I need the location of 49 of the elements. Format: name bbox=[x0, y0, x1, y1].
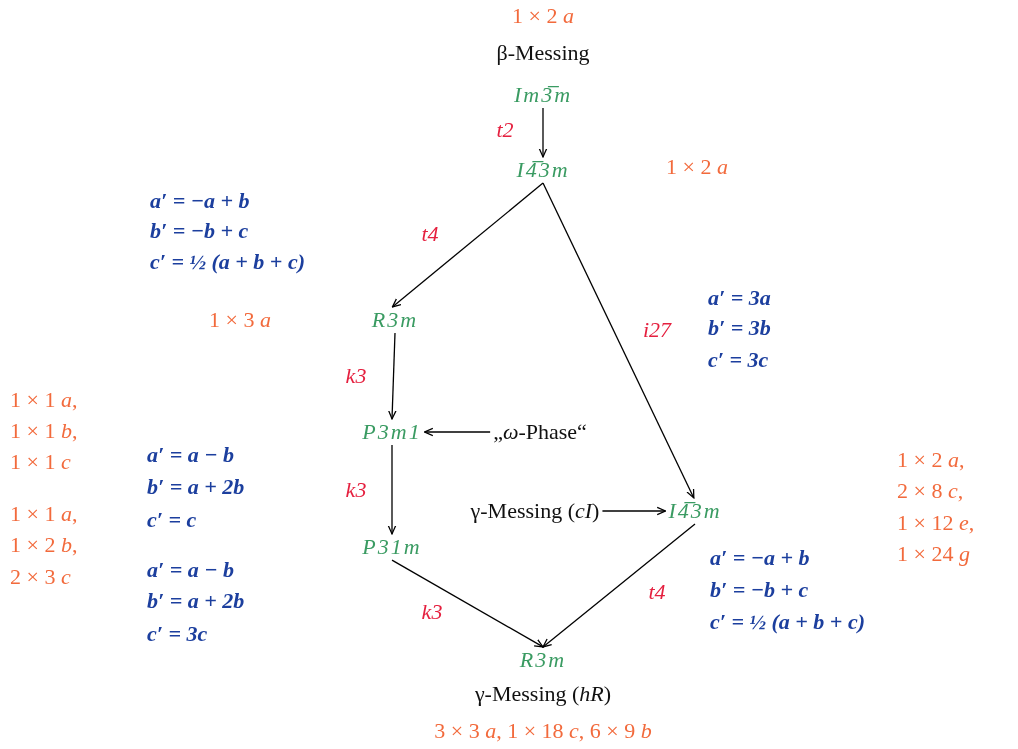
wyckoff-splitting: 1 × 2 a bbox=[512, 3, 574, 29]
space-group-label: P3m1 bbox=[359, 418, 425, 446]
space-group-label: R3m bbox=[368, 306, 422, 334]
arrow bbox=[424, 427, 491, 437]
basis-transformation: c′ = ½ (a + b + c) bbox=[710, 609, 865, 635]
wyckoff-splitting: 1 × 2 a bbox=[666, 154, 728, 180]
wyckoff-splitting: 1 × 1 c bbox=[10, 449, 71, 475]
basis-transformation: c′ = 3c bbox=[708, 347, 769, 373]
basis-transformation: a′ = −a + b bbox=[150, 188, 250, 214]
space-group-label: R3m bbox=[516, 646, 570, 674]
arrow bbox=[387, 444, 397, 535]
basis-transformation: c′ = 3c bbox=[147, 621, 208, 647]
space-group-label: P31m bbox=[359, 533, 425, 561]
arrow bbox=[601, 506, 667, 516]
wyckoff-splitting: 1 × 3 a bbox=[209, 307, 271, 333]
arrow bbox=[391, 559, 544, 648]
basis-transformation: b′ = −b + c bbox=[150, 218, 249, 244]
arrow bbox=[391, 182, 544, 308]
space-group-label: I4̅3m bbox=[665, 497, 725, 525]
basis-transformation: a′ = −a + b bbox=[710, 545, 810, 571]
wyckoff-splitting: 1 × 2 b, bbox=[10, 532, 78, 558]
wyckoff-splitting: 1 × 1 b, bbox=[10, 418, 78, 444]
wyckoff-splitting: 2 × 8 c, bbox=[897, 478, 964, 504]
basis-transformation: b′ = 3b bbox=[708, 315, 771, 341]
wyckoff-splitting: 1 × 1 a, bbox=[10, 387, 78, 413]
wyckoff-splitting: 1 × 2 a, bbox=[897, 447, 965, 473]
arrow bbox=[542, 523, 696, 648]
wyckoff-splitting: 1 × 1 a, bbox=[10, 501, 78, 527]
wyckoff-splitting: 2 × 3 c bbox=[10, 564, 71, 590]
basis-transformation: a′ = a − b bbox=[147, 442, 235, 468]
basis-transformation: b′ = −b + c bbox=[710, 577, 809, 603]
arrow bbox=[388, 332, 397, 420]
basis-transformation: c′ = ½ (a + b + c) bbox=[150, 249, 305, 275]
wyckoff-splitting: 3 × 3 a, 1 × 18 c, 6 × 9 b bbox=[434, 718, 652, 744]
space-group-label: I4̅3m bbox=[513, 156, 573, 184]
basis-transformation: a′ = a − b bbox=[147, 557, 235, 583]
wyckoff-splitting: 1 × 24 g bbox=[897, 541, 970, 567]
basis-transformation: b′ = a + 2b bbox=[147, 474, 245, 500]
basis-transformation: a′ = 3a bbox=[708, 285, 771, 311]
phase-name: γ-Messing (hR) bbox=[474, 681, 612, 707]
phase-name: β-Messing bbox=[496, 40, 590, 66]
arrow bbox=[542, 182, 695, 499]
basis-transformation: b′ = a + 2b bbox=[147, 588, 245, 614]
phase-label: γ-Messing (cI) bbox=[467, 497, 603, 525]
arrow bbox=[538, 107, 548, 158]
phase-label: „ω-Phase“ bbox=[490, 418, 590, 446]
space-group-label: Im3̅m bbox=[510, 81, 576, 109]
basis-transformation: c′ = c bbox=[147, 507, 197, 533]
wyckoff-splitting: 1 × 12 e, bbox=[897, 510, 975, 536]
